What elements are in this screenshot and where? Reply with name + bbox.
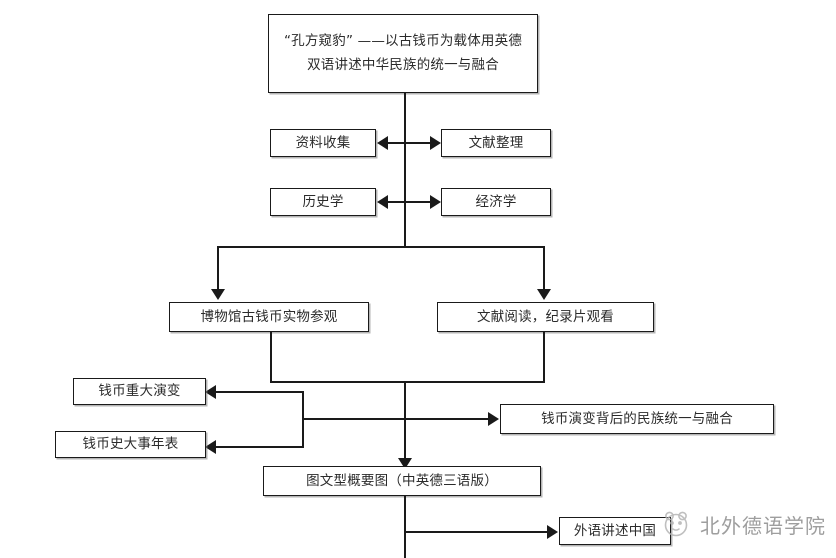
node-data-collection: 资料收集 (270, 129, 376, 157)
node-history-discipline: 历史学 (270, 188, 376, 216)
edge-ethnic-unity-line (404, 418, 492, 420)
node-economics-discipline-label: 经济学 (475, 193, 517, 210)
node-ethnic-unity-label: 钱币演变背后的民族统一与融合 (541, 410, 733, 427)
node-coin-evolution-label: 钱币重大演变 (98, 383, 181, 400)
node-coin-chronology-label: 钱币史大事年表 (82, 436, 179, 453)
node-literature-sorting: 文献整理 (441, 129, 551, 157)
edge-museum-arrowhead (211, 289, 225, 300)
node-museum-visit-label: 博物馆古钱币实物参观 (200, 308, 338, 325)
edge-merge-horizontal (270, 381, 545, 383)
edge-left-branch-horizontal (302, 418, 406, 420)
edge-split-left-down (217, 246, 219, 290)
edge-row2-line (383, 201, 435, 203)
watermark-text: 北外德语学院 (700, 513, 826, 538)
edge-row1-line (383, 142, 435, 144)
edge-row1-arrow-right (430, 136, 441, 150)
edge-merge-right-stem (543, 332, 545, 382)
node-foreign-language-china: 外语讲述中国 (559, 517, 671, 545)
node-data-collection-label: 资料收集 (295, 134, 351, 151)
edge-row2-arrow-left (377, 195, 388, 209)
node-literature-sorting-label: 文献整理 (468, 134, 524, 151)
node-coin-evolution: 钱币重大演变 (73, 378, 206, 405)
node-summary-chart: 图文型概要图（中英德三语版） (263, 466, 541, 496)
edge-coin-chronology-line (214, 446, 304, 448)
node-history-discipline-label: 历史学 (302, 193, 344, 210)
edge-ethnic-unity-arrowhead (488, 412, 499, 426)
edge-coin-evolution-line (214, 391, 304, 393)
circular-panda-logo-icon (660, 508, 692, 540)
node-museum-visit: 博物馆古钱币实物参观 (169, 302, 369, 332)
node-reading-documentary: 文献阅读，纪录片观看 (437, 302, 654, 332)
edge-split-right-down (543, 246, 545, 290)
node-summary-chart-label: 图文型概要图（中英德三语版） (306, 472, 498, 489)
edge-row2-arrow-right (430, 195, 441, 209)
edge-title-trunk (404, 93, 406, 247)
watermark: 北外德语学院 (660, 508, 826, 540)
edge-foreign-language-line (404, 531, 551, 533)
edge-reading-arrowhead (537, 289, 551, 300)
node-foreign-language-china-label: 外语讲述中国 (573, 522, 657, 539)
node-coin-chronology: 钱币史大事年表 (55, 431, 206, 458)
node-reading-documentary-label: 文献阅读，纪录片观看 (477, 308, 614, 325)
edge-merge-left-stem (270, 332, 272, 382)
edge-coin-evolution-arrowhead (205, 385, 216, 399)
edge-summary-arrowhead (398, 458, 412, 469)
node-title-label: “孔方窥豹” ——以古钱币为载体用英德 双语讲述中华民族的统一与融合 (283, 32, 523, 73)
node-ethnic-unity: 钱币演变背后的民族统一与融合 (500, 404, 774, 434)
node-economics-discipline: 经济学 (441, 188, 551, 216)
edge-foreign-language-arrowhead (547, 525, 558, 539)
edge-coin-chronology-arrowhead (205, 440, 216, 454)
edge-split-horizontal (217, 246, 545, 248)
edge-row1-arrow-left (377, 136, 388, 150)
edge-bottom-trunk (404, 496, 406, 558)
edge-left-branch-vertical (302, 391, 304, 448)
edge-merge-trunk (404, 381, 406, 463)
node-title: “孔方窥豹” ——以古钱币为载体用英德 双语讲述中华民族的统一与融合 (268, 14, 538, 93)
